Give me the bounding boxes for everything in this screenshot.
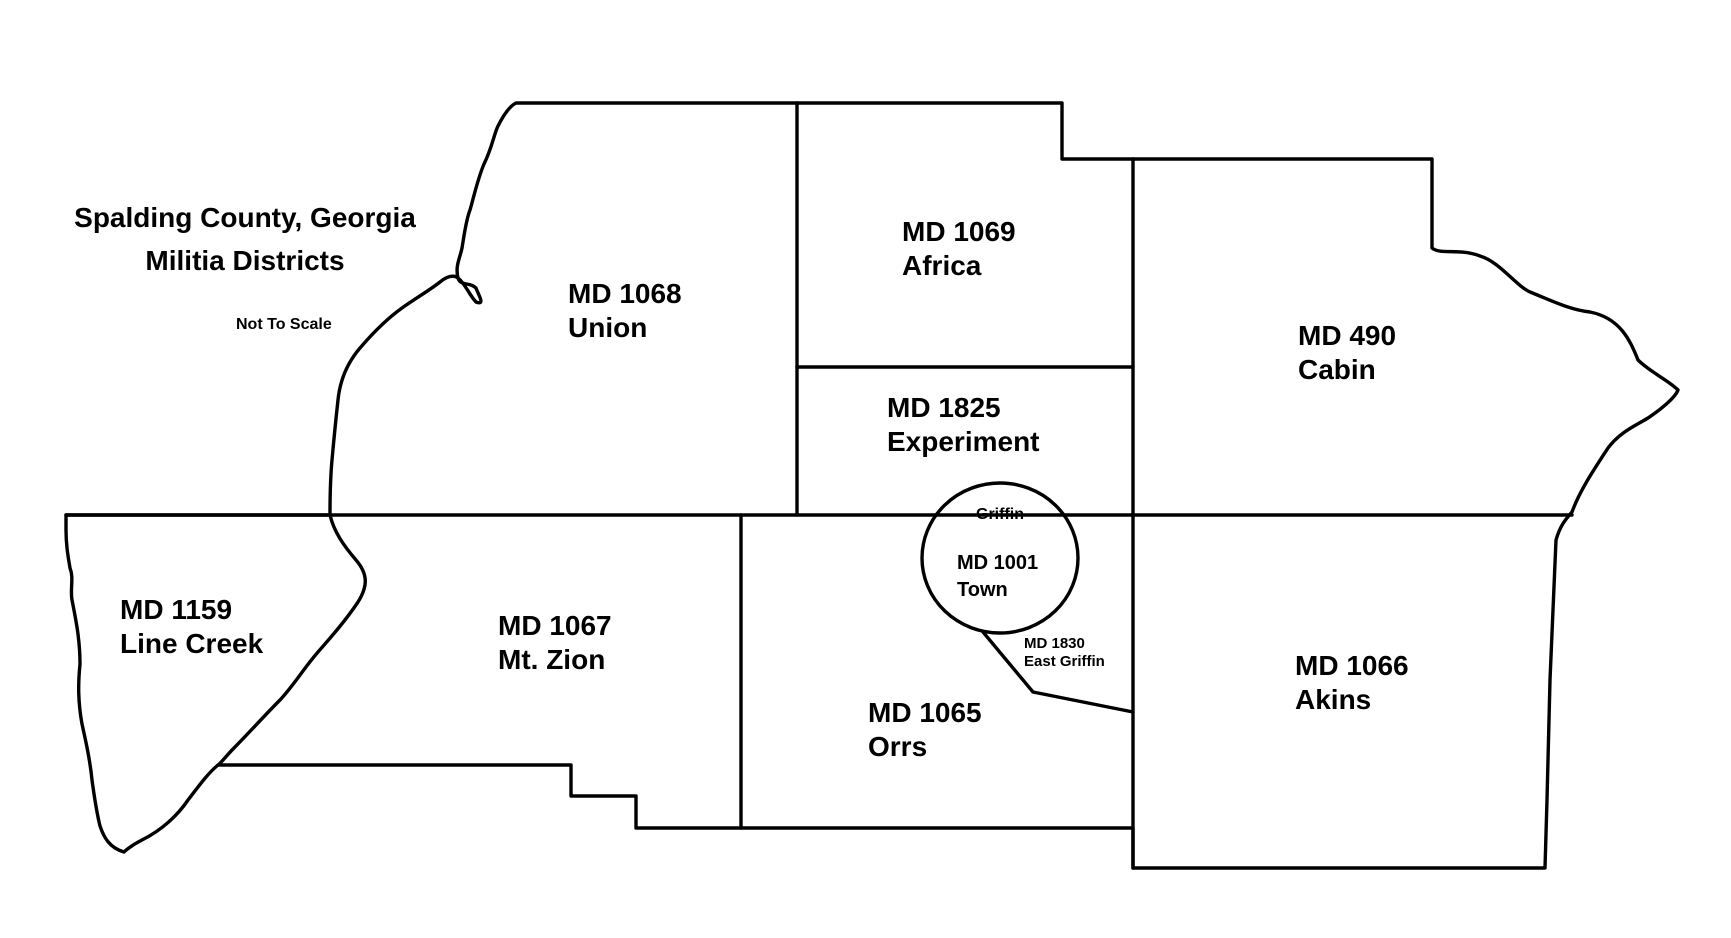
district-name: Orrs bbox=[868, 731, 928, 763]
district-label-md1159: MD 1159 Line Creek bbox=[120, 593, 263, 661]
district-label-md490: MD 490 Cabin bbox=[1298, 319, 1396, 387]
map-title: Spalding County, Georgia Militia Distric… bbox=[60, 196, 430, 283]
district-label-md1065: MD 1065 Orrs bbox=[868, 696, 982, 764]
district-code: MD 1067 bbox=[498, 610, 612, 641]
district-label-md1825: MD 1825 Experiment bbox=[887, 391, 1040, 459]
district-name: East Griffin bbox=[1024, 653, 1105, 671]
district-label-md1066: MD 1066 Akins bbox=[1295, 649, 1409, 717]
county-boundary bbox=[64, 101, 1680, 870]
district-code: MD 1069 bbox=[902, 216, 1016, 247]
district-name: Experiment bbox=[887, 426, 1040, 458]
district-label-md1068: MD 1068 Union bbox=[568, 277, 682, 345]
district-label-md1001: MD 1001 Town bbox=[957, 550, 1038, 604]
district-code: MD 1065 bbox=[868, 697, 982, 728]
district-name: Town bbox=[957, 579, 1008, 601]
map-title-line1: Spalding County, Georgia bbox=[74, 202, 416, 233]
district-code: MD 1825 bbox=[887, 392, 1001, 423]
district-name: Union bbox=[568, 312, 648, 344]
city-label-griffin: Griffin bbox=[976, 506, 1024, 523]
district-name: Mt. Zion bbox=[498, 644, 606, 676]
district-label-md1067: MD 1067 Mt. Zion bbox=[498, 609, 612, 677]
district-code: MD 490 bbox=[1298, 320, 1397, 351]
district-code: MD 1830 bbox=[1024, 635, 1085, 652]
district-code: MD 1066 bbox=[1295, 650, 1409, 681]
district-name: Africa bbox=[902, 250, 982, 282]
boundary-line-creek bbox=[216, 513, 367, 767]
map-title-line2: Militia Districts bbox=[145, 245, 345, 277]
town-circle bbox=[920, 481, 1080, 635]
district-label-md1830: MD 1830 East Griffin bbox=[1024, 635, 1105, 672]
district-label-md1069: MD 1069 Africa bbox=[902, 215, 1016, 283]
scale-note: Not To Scale bbox=[236, 316, 332, 333]
boundary-east-griffin bbox=[981, 630, 1135, 714]
district-name: Akins bbox=[1295, 684, 1372, 716]
district-code: MD 1159 bbox=[120, 594, 233, 625]
district-name: Line Creek bbox=[120, 628, 264, 660]
district-code: MD 1068 bbox=[568, 278, 682, 309]
district-name: Cabin bbox=[1298, 354, 1376, 386]
district-code: MD 1001 bbox=[957, 552, 1039, 574]
